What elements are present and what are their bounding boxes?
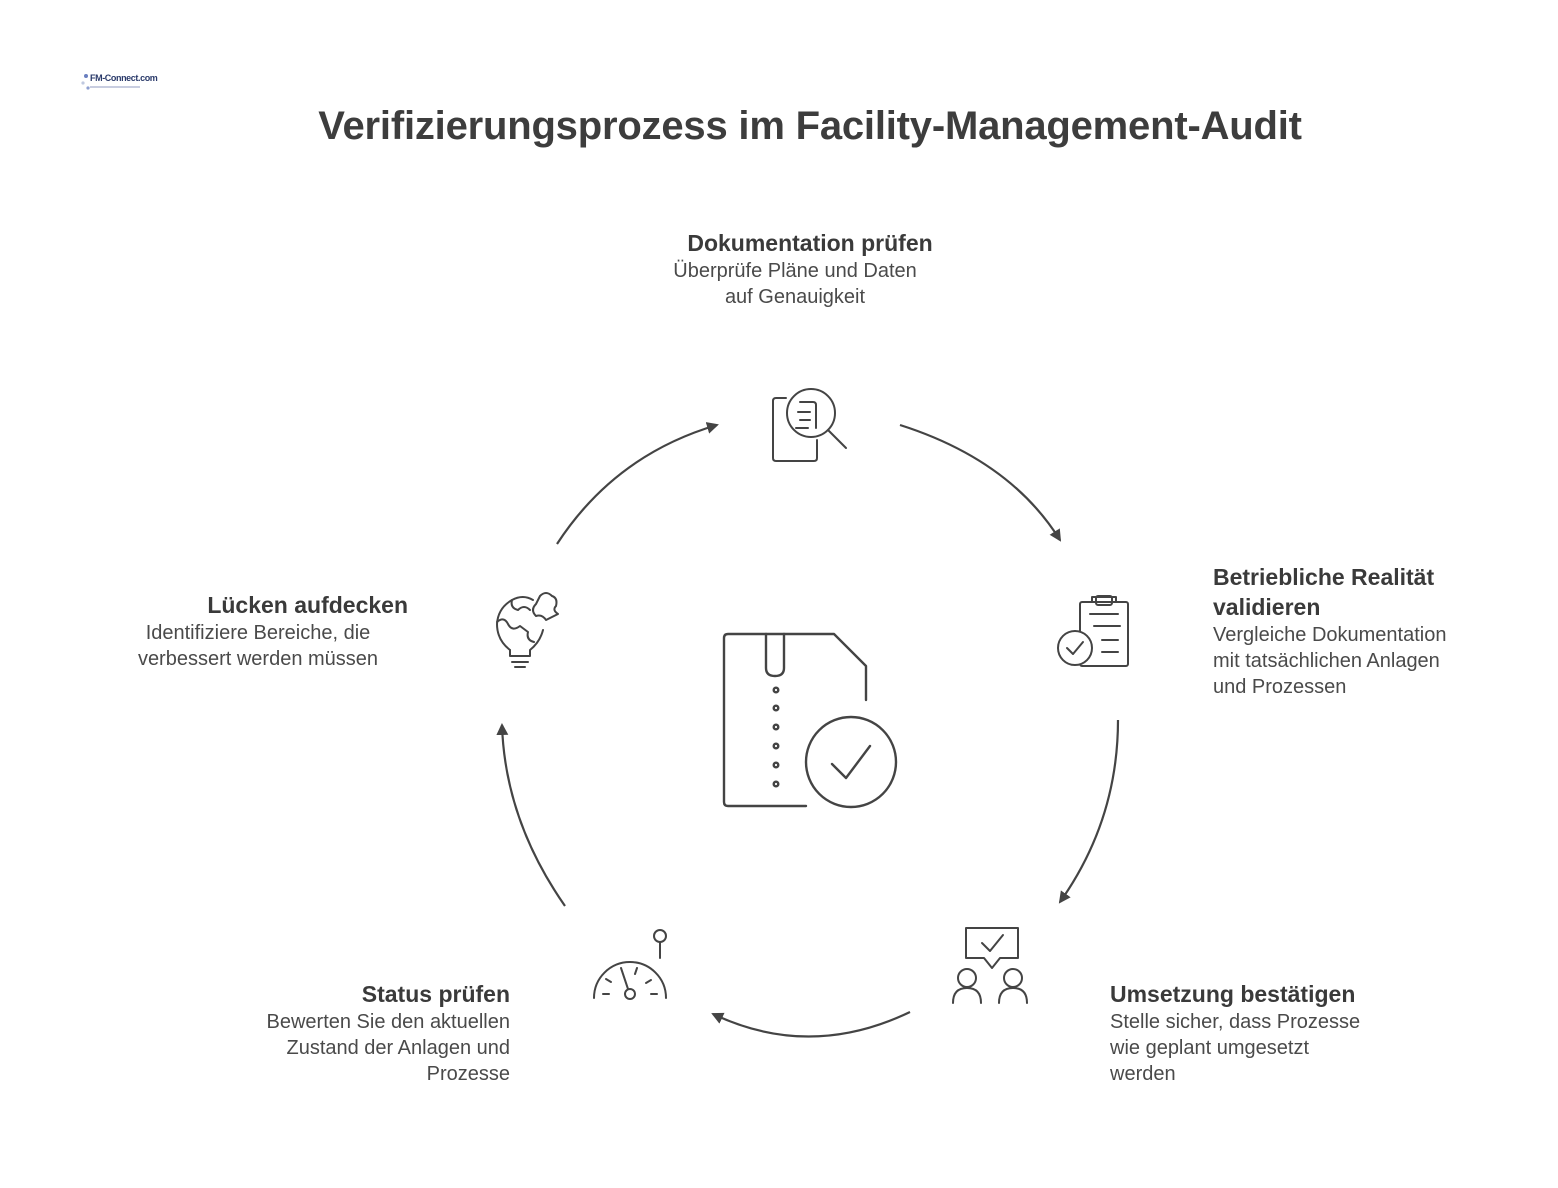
step-description: Identifiziere Bereiche, die verbessert w… [137, 622, 379, 670]
document-search-icon [772, 388, 847, 462]
step-title: Lücken aufdecken [207, 592, 408, 618]
document-verified-icon [722, 632, 898, 809]
step-status: Status prüfen Bewerten Sie den aktuellen… [190, 979, 511, 1087]
logo-text: FM-Connect.com [90, 73, 158, 83]
step-description: Stelle sicher, dass Prozesse wie geplant… [1110, 1011, 1361, 1085]
arrow-luecken-to-doc [556, 422, 719, 545]
logo-mark [81, 74, 140, 90]
step-luecken: Lücken aufdecken Identifiziere Bereiche,… [90, 590, 408, 672]
step-title: Dokumentation prüfen [687, 230, 933, 256]
clipboard-check-icon [1057, 595, 1129, 667]
step-dokumentation: Dokumentation prüfen Überprüfe Pläne und… [630, 228, 990, 310]
step-realitaet: Betriebliche Realität validieren Verglei… [1213, 562, 1533, 700]
step-title: Betriebliche Realität validieren [1213, 564, 1435, 620]
page-title: Verifizierungsprozess im Facility-Manage… [318, 104, 1302, 148]
logo: FM-Connect.com [80, 66, 158, 96]
step-description: Bewerten Sie den aktuellen Zustand der A… [266, 1011, 511, 1085]
step-description: Vergleiche Dokumentation mit tatsächlich… [1213, 624, 1447, 698]
step-title: Status prüfen [361, 981, 510, 1007]
gauge-icon [593, 929, 667, 1000]
arrow-umsetzung-to-status [711, 1011, 911, 1038]
puzzle-bulb-icon [496, 592, 559, 668]
step-title: Umsetzung bestätigen [1110, 981, 1356, 1007]
people-approval-icon [952, 927, 1028, 1004]
step-description: Überprüfe Pläne und Daten auf Genauigkei… [673, 260, 917, 308]
arrow-doc-to-realitaet [899, 423, 1062, 542]
arrow-status-to-luecken [496, 723, 566, 907]
arrow-realitaet-to-umsetzung [1058, 719, 1120, 904]
step-umsetzung: Umsetzung bestätigen Stelle sicher, dass… [1110, 979, 1430, 1087]
